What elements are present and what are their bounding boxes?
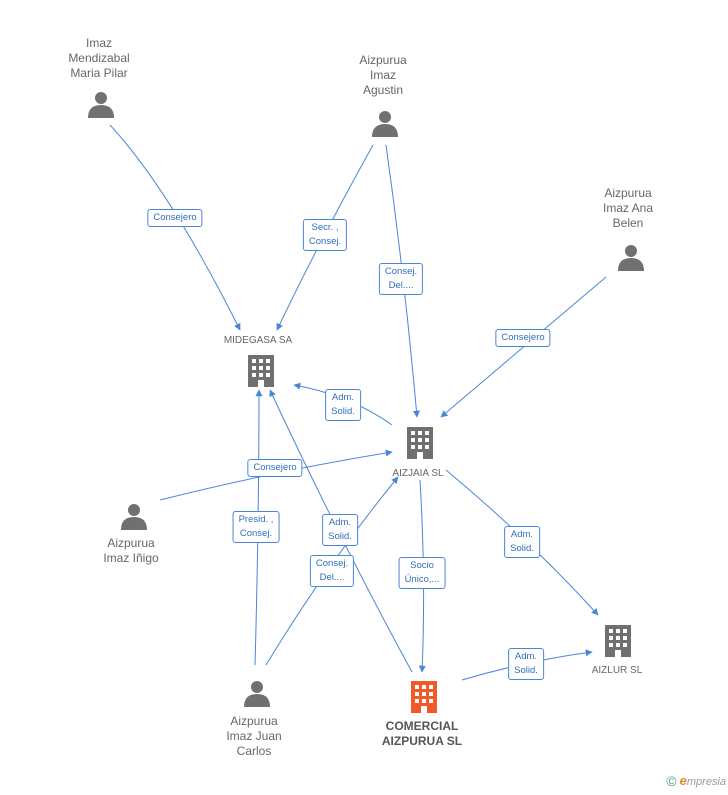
person-label-mendizabal[interactable]: Imaz Mendizabal Maria Pilar [68,36,130,80]
edge-label-agustin-midegasa[interactable]: Secr. , Consej. [302,219,348,251]
company-label-aizlur[interactable]: AIZLUR SL [591,665,643,676]
edge-anabelen-aizjaia [440,276,607,418]
person-icon-mendizabal[interactable] [88,92,114,118]
person-label-juan-carlos[interactable]: Aizpurua Imaz Juan Carlos [226,714,282,758]
company-label-comercial[interactable]: COMERCIAL AIZPURUA SL [381,719,463,748]
building-icon-midegasa[interactable] [248,355,274,387]
person-label-inigo[interactable]: Aizpurua Imaz Iñigo [103,536,159,565]
person-label-agustin[interactable]: Aizpurua Imaz Agustin [359,53,407,97]
edge-label-agustin-aizjaia[interactable]: Consej. Del.... [378,263,424,295]
person-icon-inigo[interactable] [121,504,147,530]
building-icon-comercial[interactable] [411,681,437,713]
edge-label-juancarlos-midegasa[interactable]: Presid. , Consej. [232,511,280,543]
edge-label-aizjaia-midegasa[interactable]: Adm. Solid. [325,389,361,421]
edge-label-aizjaia-comercial[interactable]: Socio Único,... [398,557,446,589]
brand-initial: e [679,773,687,788]
person-icon-agustin[interactable] [372,111,398,137]
building-icon-aizlur[interactable] [605,625,631,657]
building-icon-aizjaia[interactable] [407,427,433,459]
edge-label-comercial-midegasa[interactable]: Adm. Solid. [322,514,358,546]
company-label-aizjaia[interactable]: AIZJAIA SL [392,468,444,479]
person-label-ana-belen[interactable]: Aizpurua Imaz Ana Belen [602,186,654,230]
brand-name: mpresia [686,776,726,788]
copyright-icon: © [666,773,677,789]
edge-label-juancarlos-aizjaia[interactable]: Consej. Del.... [309,555,355,587]
person-icon-ana-belen[interactable] [618,245,644,271]
brand-logo[interactable]: empresia [679,773,726,788]
edge-label-anabelen-aizjaia[interactable]: Consejero [495,329,551,347]
edge-label-aizjaia-aizlur[interactable]: Adm. Solid. [504,526,540,558]
edge-label-mendizabal-midegasa[interactable]: Consejero [147,209,203,227]
edge-label-inigo-aizjaia[interactable]: Consejero [247,459,303,477]
company-label-midegasa[interactable]: MIDEGASA SA [223,335,293,346]
edge-label-comercial-aizlur[interactable]: Adm. Solid. [508,648,544,680]
footer-credit: © empresia [666,773,726,789]
edge-mendizabal-midegasa [109,124,241,331]
person-icon-juan-carlos[interactable] [244,681,270,707]
